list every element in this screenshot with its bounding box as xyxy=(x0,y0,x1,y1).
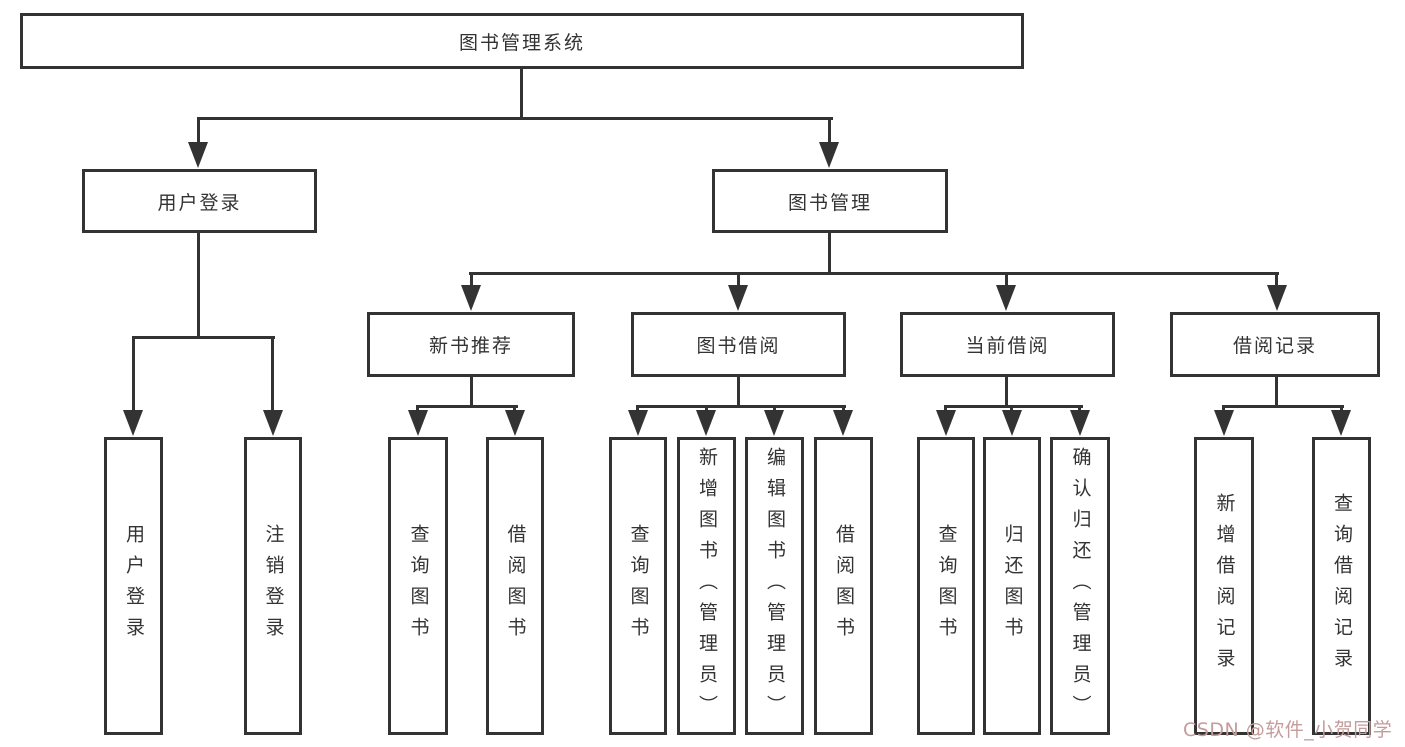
connector-line xyxy=(416,405,518,408)
connector-line xyxy=(737,376,740,407)
node-root-label: 图书管理系统 xyxy=(458,31,585,54)
leaf-add-books-admin: 新增图书（管理员） xyxy=(677,437,736,735)
leaf-label: 确认归还（管理员） xyxy=(1069,446,1092,726)
arrowhead-down-icon xyxy=(628,410,648,436)
leaf-label: 查询图书 xyxy=(627,524,650,648)
csdn-watermark: CSDN @软件_小贺同学 xyxy=(1183,719,1393,741)
arrowhead-down-icon xyxy=(188,142,208,168)
connector-line xyxy=(1275,376,1278,407)
arrowhead-down-icon xyxy=(819,142,839,168)
connector-line xyxy=(737,272,740,288)
node-user-login-branch: 用户登录 xyxy=(82,169,317,233)
leaf-edit-books-admin: 编辑图书（管理员） xyxy=(745,437,804,735)
leaf-confirm-return-admin: 确认归还（管理员） xyxy=(1050,437,1110,735)
connector-line xyxy=(197,117,200,146)
arrowhead-down-icon xyxy=(996,285,1016,311)
connector-line xyxy=(1275,272,1278,288)
connector-line xyxy=(1222,405,1344,408)
leaf-label: 借阅图书 xyxy=(504,524,527,648)
connector-line xyxy=(470,272,473,288)
node-label: 当前借阅 xyxy=(965,335,1050,357)
node-label: 新书推荐 xyxy=(428,335,513,357)
arrowhead-down-icon xyxy=(263,410,283,436)
connector-line xyxy=(197,232,200,338)
leaf-label: 新增图书（管理员） xyxy=(696,446,718,726)
connector-line xyxy=(828,117,831,146)
leaf-query-books-current: 查询图书 xyxy=(917,437,975,735)
connector-line xyxy=(132,336,135,414)
connector-line xyxy=(469,272,1279,275)
leaf-user-login: 用户登录 xyxy=(104,437,163,735)
node-new-book-recommend: 新书推荐 xyxy=(367,312,575,377)
connector-line xyxy=(132,336,275,339)
connector-line xyxy=(636,405,846,408)
leaf-label: 归还图书 xyxy=(1001,524,1024,648)
arrowhead-down-icon xyxy=(1070,410,1090,436)
leaf-borrow-books-recommend: 借阅图书 xyxy=(486,437,544,735)
connector-line xyxy=(1005,376,1008,407)
arrowhead-down-icon xyxy=(728,285,748,311)
node-book-borrow: 图书借阅 xyxy=(631,312,846,377)
leaf-label: 注销登录 xyxy=(262,524,285,648)
arrowhead-down-icon xyxy=(461,285,481,311)
leaf-logout: 注销登录 xyxy=(244,437,302,735)
arrowhead-down-icon xyxy=(696,410,716,436)
arrowhead-down-icon xyxy=(123,410,143,436)
arrowhead-down-icon xyxy=(408,410,428,436)
node-label: 图书借阅 xyxy=(696,335,781,357)
leaf-label: 借阅图书 xyxy=(833,524,855,648)
leaf-label: 查询图书 xyxy=(935,524,958,648)
leaf-add-borrow-record: 新增借阅记录 xyxy=(1194,437,1254,735)
connector-line xyxy=(197,117,833,120)
arrowhead-down-icon xyxy=(764,410,784,436)
connector-line xyxy=(271,336,274,414)
arrowhead-down-icon xyxy=(833,410,853,436)
leaf-query-borrow-record: 查询借阅记录 xyxy=(1312,437,1371,735)
leaf-label: 用户登录 xyxy=(123,524,145,648)
node-label: 图书管理 xyxy=(787,191,872,214)
connector-line xyxy=(470,376,473,407)
node-borrow-records: 借阅记录 xyxy=(1170,312,1380,377)
node-label: 借阅记录 xyxy=(1232,335,1317,357)
node-book-management: 图书管理 xyxy=(712,169,948,233)
leaf-label: 查询图书 xyxy=(407,524,430,648)
arrowhead-down-icon xyxy=(936,410,956,436)
leaf-query-books-borrow: 查询图书 xyxy=(609,437,667,735)
leaf-label: 编辑图书（管理员） xyxy=(764,446,786,726)
node-root-system: 图书管理系统 xyxy=(20,13,1024,69)
leaf-return-books: 归还图书 xyxy=(983,437,1041,735)
connector-line xyxy=(1005,272,1008,288)
connector-line xyxy=(828,232,831,275)
leaf-label: 查询借阅记录 xyxy=(1331,493,1353,679)
arrowhead-down-icon xyxy=(1214,410,1234,436)
node-current-borrow: 当前借阅 xyxy=(900,312,1115,377)
arrowhead-down-icon xyxy=(1002,410,1022,436)
leaf-label: 新增借阅记录 xyxy=(1213,493,1236,679)
arrowhead-down-icon xyxy=(1331,410,1351,436)
arrowhead-down-icon xyxy=(505,410,525,436)
connector-line xyxy=(944,405,1083,408)
leaf-query-books-recommend: 查询图书 xyxy=(388,437,448,735)
arrowhead-down-icon xyxy=(1267,285,1287,311)
node-label: 用户登录 xyxy=(157,191,242,214)
leaf-borrow-books: 借阅图书 xyxy=(814,437,873,735)
connector-line xyxy=(520,69,523,119)
